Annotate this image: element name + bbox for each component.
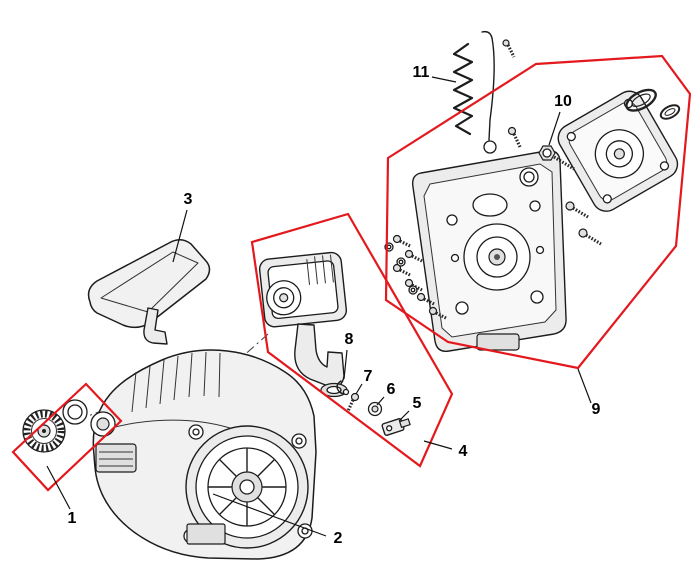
callout-10: 10 xyxy=(554,93,572,110)
group-outline-crankcase xyxy=(384,54,692,370)
callout-11: 11 xyxy=(413,64,430,81)
callout-1: 1 xyxy=(68,510,77,527)
side-screws xyxy=(565,201,602,246)
part-7-screw xyxy=(346,392,360,412)
part-10-hex-bolt xyxy=(538,145,575,171)
callout-3: 3 xyxy=(184,191,193,208)
callout-2: 2 xyxy=(334,530,343,547)
leader-line-11 xyxy=(431,76,457,83)
part-2-engine-housing xyxy=(90,349,317,560)
leader-line-8 xyxy=(343,349,348,380)
part-9-crankcase xyxy=(384,88,681,352)
leader-line-9 xyxy=(577,368,592,404)
part-8-clip xyxy=(336,380,350,396)
leader-line-4 xyxy=(423,440,453,450)
leader-line-3 xyxy=(172,209,188,263)
leader-line-7 xyxy=(355,383,363,395)
gasket-rings xyxy=(625,88,681,120)
fastener-column xyxy=(384,234,447,320)
part-3-cover-plate xyxy=(87,239,211,345)
group-outlines xyxy=(11,54,692,492)
part-5-fitting xyxy=(381,418,411,436)
callout-7: 7 xyxy=(364,368,373,385)
part-11-starter-lever-spring xyxy=(452,30,522,154)
leader-line-6 xyxy=(376,396,385,406)
part-9-side-cover xyxy=(557,90,679,212)
fan-spokes xyxy=(208,448,286,526)
leader-line-5 xyxy=(398,410,410,422)
leader-line-10 xyxy=(548,111,561,146)
part-6-bushing xyxy=(367,401,383,417)
callout-5: 5 xyxy=(413,395,422,412)
callout-6: 6 xyxy=(387,381,396,398)
group-outline-carburetor xyxy=(250,212,454,468)
callout-8: 8 xyxy=(345,331,354,348)
callouts: 1 2 3 4 567 8 9 10 11 xyxy=(46,64,601,547)
part-1-bearing-washer xyxy=(22,399,88,453)
leader-line-2 xyxy=(212,493,327,537)
group-outline-bearing xyxy=(11,382,123,492)
callout-9: 9 xyxy=(592,401,601,418)
callout-4: 4 xyxy=(459,443,468,460)
leader-line-1 xyxy=(46,465,71,510)
part-4-carburetor-assembly xyxy=(258,251,348,398)
